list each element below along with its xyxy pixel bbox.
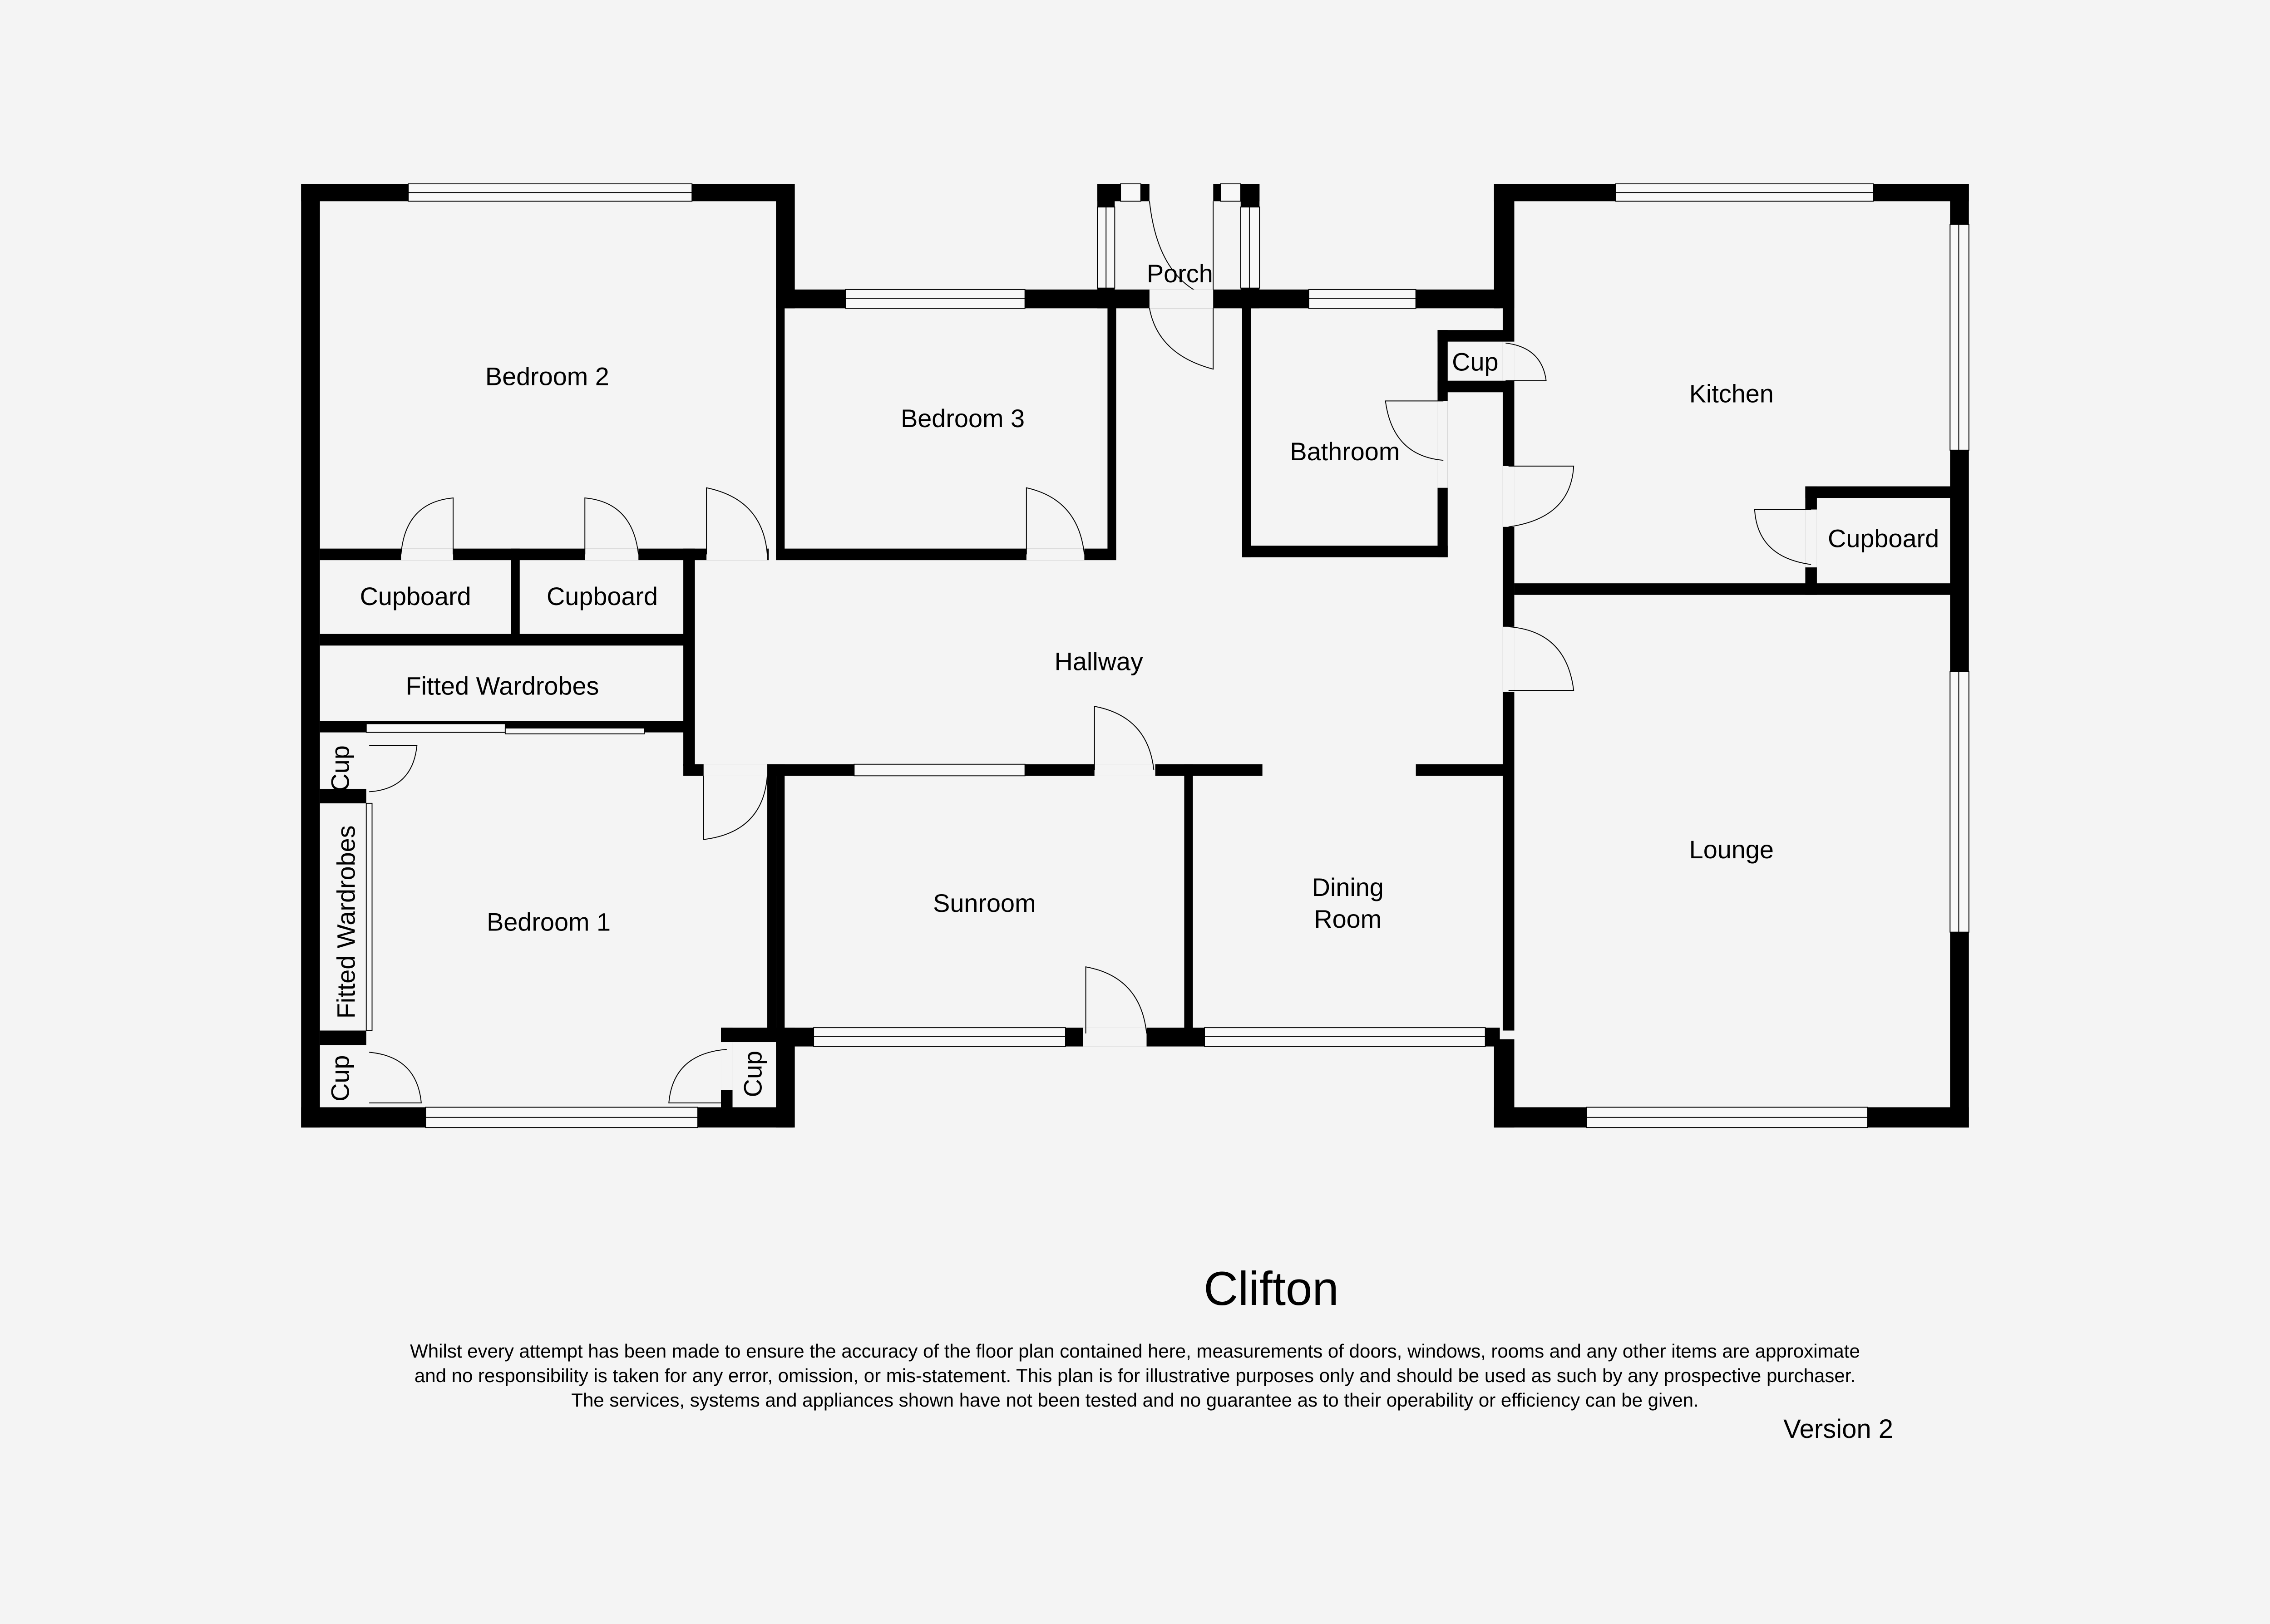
label-bed1-cup-top: Cup (326, 745, 354, 792)
label-dining-room-line1: Dining (1312, 873, 1384, 901)
label-fitted-wardrobes-top: Fitted Wardrobes (406, 672, 599, 700)
disclaimer: Whilst every attempt has been made to en… (318, 1339, 1952, 1412)
label-lounge: Lounge (1689, 835, 1774, 864)
windows (365, 183, 1969, 1128)
label-kitchen: Kitchen (1689, 379, 1774, 408)
disclaimer-line-3: The services, systems and appliances sho… (571, 1389, 1699, 1411)
label-bedroom-3: Bedroom 3 (901, 404, 1025, 433)
door-porch-inner (1149, 308, 1214, 370)
plan-title-wrap: Clifton (0, 1262, 2270, 1316)
disclaimer-line-1: Whilst every attempt has been made to en… (410, 1340, 1860, 1362)
version-label: Version 2 (1783, 1414, 1893, 1444)
label-sunroom: Sunroom (933, 889, 1036, 917)
label-fitted-wardrobes-side: Fitted Wardrobes (331, 825, 360, 1019)
label-porch: Porch (1147, 259, 1213, 288)
label-cupboard-left: Cupboard (360, 582, 471, 610)
label-hallway: Hallway (1055, 647, 1143, 676)
label-bathroom-cup: Cup (1452, 347, 1498, 376)
label-dining-room-line2: Room (1314, 905, 1382, 933)
plan-title: Clifton (1204, 1262, 1339, 1315)
label-bed1-cup-bottom-right: Cup (738, 1051, 767, 1097)
doors (366, 184, 1817, 1103)
label-cupboard-right: Cupboard (547, 582, 658, 610)
label-kitchen-cupboard: Cupboard (1828, 524, 1939, 552)
room-labels: Bedroom 2 Bedroom 3 Porch Bathroom Cup K… (326, 259, 1939, 1102)
label-bathroom: Bathroom (1290, 437, 1400, 466)
label-bed1-cup-bottom-left: Cup (326, 1055, 354, 1102)
label-bedroom-1: Bedroom 1 (487, 907, 611, 936)
disclaimer-line-2: and no responsibility is taken for any e… (414, 1365, 1856, 1386)
label-bedroom-2: Bedroom 2 (485, 362, 609, 390)
